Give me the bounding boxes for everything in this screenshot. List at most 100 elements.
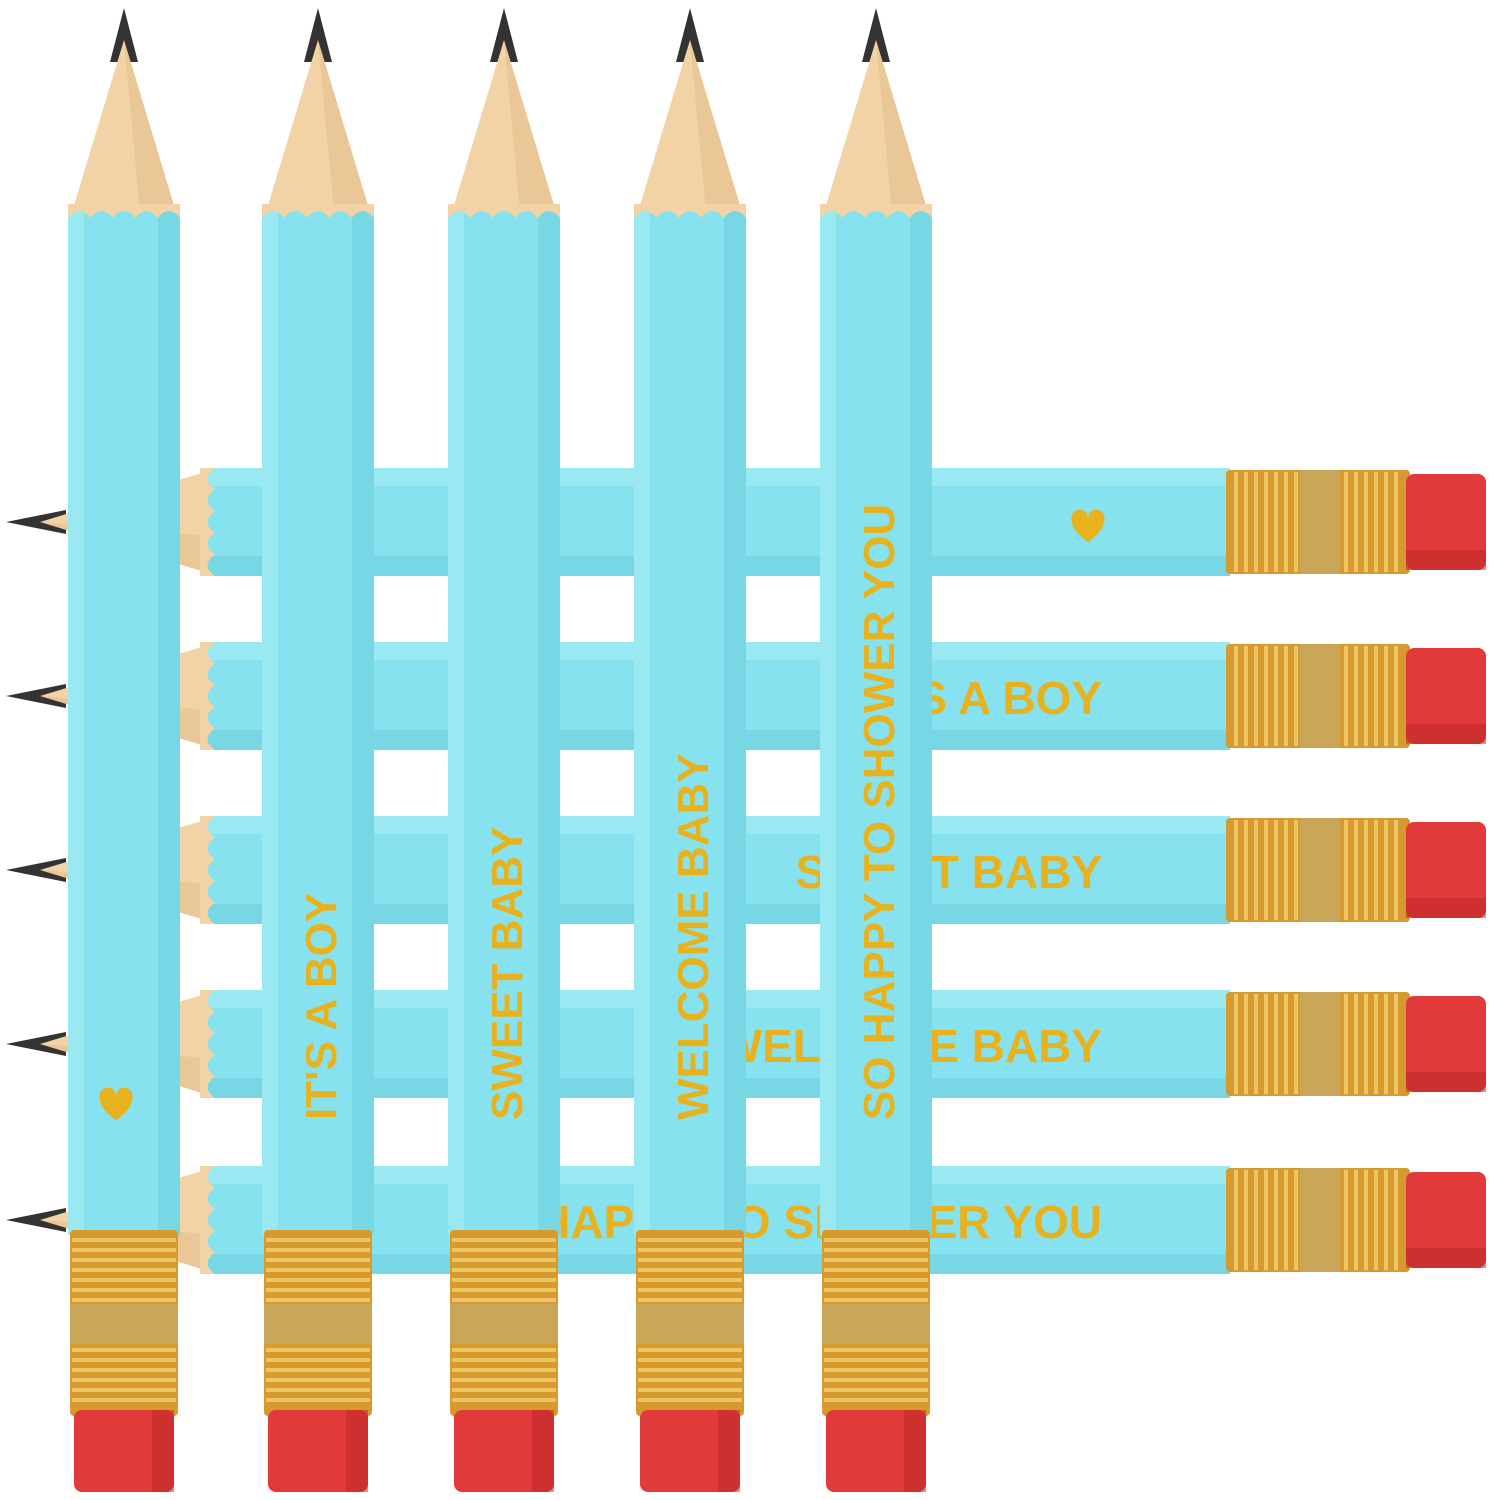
ferrule-ridge (1264, 646, 1268, 746)
vertical-pencil: SO HAPPY TO SHOWER YOU (820, 8, 932, 1492)
heart-icon (1071, 509, 1105, 543)
ferrule-ridge (824, 1388, 928, 1392)
ferrule-ridge (1274, 1170, 1278, 1270)
ferrule-ridge (72, 1248, 176, 1252)
ferrule-ridge (1234, 472, 1238, 572)
ferrule-ridge (1364, 1170, 1368, 1270)
ferrule-ridge (1254, 646, 1258, 746)
ferrule-band (822, 1304, 930, 1344)
ferrule-ridge (1264, 820, 1268, 920)
ferrule-ridge (1244, 1170, 1248, 1270)
pencil-eraser (826, 1410, 926, 1492)
pencil-barrel-highlight (262, 205, 278, 1235)
pencil-scallop (200, 1166, 215, 1274)
pencil-eraser (1406, 996, 1486, 1092)
ferrule-ridge (266, 1268, 370, 1272)
ferrule-ridge (824, 1378, 928, 1382)
ferrule-ridge (1354, 1170, 1358, 1270)
ferrule-ridge (72, 1378, 176, 1382)
ferrule-ridge (1364, 994, 1368, 1094)
ferrule-ridge (1254, 994, 1258, 1094)
pencil-scallop (820, 204, 932, 218)
ferrule-ridge (72, 1288, 176, 1292)
ferrule-ridge (266, 1238, 370, 1242)
pencil-lead (6, 858, 66, 882)
ferrule-band (1300, 992, 1340, 1096)
pencil-wood-shade (318, 40, 370, 212)
ferrule-ridge (1354, 646, 1358, 746)
pencil-scallop (200, 468, 215, 576)
ferrule-ridge (266, 1388, 370, 1392)
vertical-pencil: IT'S A BOY (262, 8, 374, 1492)
ferrule-ridge (72, 1358, 176, 1362)
pencil-label: IT'S A BOY (297, 893, 346, 1120)
ferrule-ridge (1264, 472, 1268, 572)
ferrule-ridge (638, 1368, 742, 1372)
pencil-barrel-shade (158, 205, 180, 1235)
ferrule-ridge (1254, 820, 1258, 920)
pencil-scallop (68, 204, 180, 218)
ferrule-ridge (1374, 994, 1378, 1094)
ferrule-ridge (452, 1348, 556, 1352)
ferrule-ridge (452, 1238, 556, 1242)
ferrule-ridge (72, 1258, 176, 1262)
ferrule-ridge (452, 1388, 556, 1392)
ferrule-band (1300, 644, 1340, 748)
ferrule-ridge (1284, 820, 1288, 920)
ferrule-ridge (1234, 994, 1238, 1094)
pencil-lead (304, 8, 332, 62)
pencil-wood-shade (690, 40, 742, 212)
ferrule-ridge (824, 1298, 928, 1302)
ferrule-ridge (72, 1348, 176, 1352)
pencil-barrel-shade (538, 205, 560, 1235)
ferrule-ridge (824, 1278, 928, 1282)
pencil-eraser-shade (904, 1410, 926, 1492)
ferrule-ridge (266, 1378, 370, 1382)
pencil-barrel-shade (352, 205, 374, 1235)
ferrule-ridge (1284, 472, 1288, 572)
pencil-lead (676, 8, 704, 62)
ferrule-ridge (72, 1268, 176, 1272)
ferrule-ridge (1394, 994, 1398, 1094)
ferrule-ridge (1244, 472, 1248, 572)
ferrule-ridge (1374, 820, 1378, 920)
ferrule-ridge (1244, 646, 1248, 746)
pencil-label: SWEET BABY (483, 827, 532, 1120)
pencil-scallop (634, 204, 746, 218)
vertical-pencils: IT'S A BOY SWEET BABY WELCOME BABY SO HAPPY… (68, 8, 932, 1492)
ferrule-ridge (1294, 820, 1298, 920)
ferrule-ridge (824, 1358, 928, 1362)
ferrule-ridge (1244, 820, 1248, 920)
pencil-label: SO HAPPY TO SHOWER YOU (458, 1196, 1102, 1248)
ferrule-ridge (824, 1258, 928, 1262)
vertical-pencil: SWEET BABY (448, 8, 560, 1492)
ferrule-band (1300, 470, 1340, 574)
pencil-barrel-highlight (634, 205, 650, 1235)
ferrule-ridge (1344, 646, 1348, 746)
ferrule-ridge (824, 1398, 928, 1402)
pencil-eraser-shade (1406, 724, 1486, 744)
pencil-eraser-shade (532, 1410, 554, 1492)
ferrule-ridge (1384, 1170, 1388, 1270)
pencil-eraser (1406, 474, 1486, 570)
ferrule-ridge (824, 1248, 928, 1252)
ferrule-ridge (266, 1258, 370, 1262)
pencil-label: WELCOME BABY (669, 753, 718, 1120)
pencil-wood-shade (124, 40, 176, 212)
pencil-label: SO HAPPY TO SHOWER YOU (855, 504, 904, 1120)
ferrule-ridge (1384, 646, 1388, 746)
ferrule-ridge (1294, 646, 1298, 746)
ferrule-ridge (1394, 472, 1398, 572)
ferrule-band (70, 1304, 178, 1344)
ferrule-band (450, 1304, 558, 1344)
ferrule-ridge (266, 1358, 370, 1362)
ferrule-ridge (266, 1368, 370, 1372)
ferrule-ridge (452, 1288, 556, 1292)
ferrule-ridge (1384, 994, 1388, 1094)
ferrule-ridge (1344, 472, 1348, 572)
ferrule-ridge (1294, 1170, 1298, 1270)
pencil-lead (6, 1208, 66, 1232)
ferrule-ridge (72, 1398, 176, 1402)
pencil-scallop (262, 204, 374, 218)
